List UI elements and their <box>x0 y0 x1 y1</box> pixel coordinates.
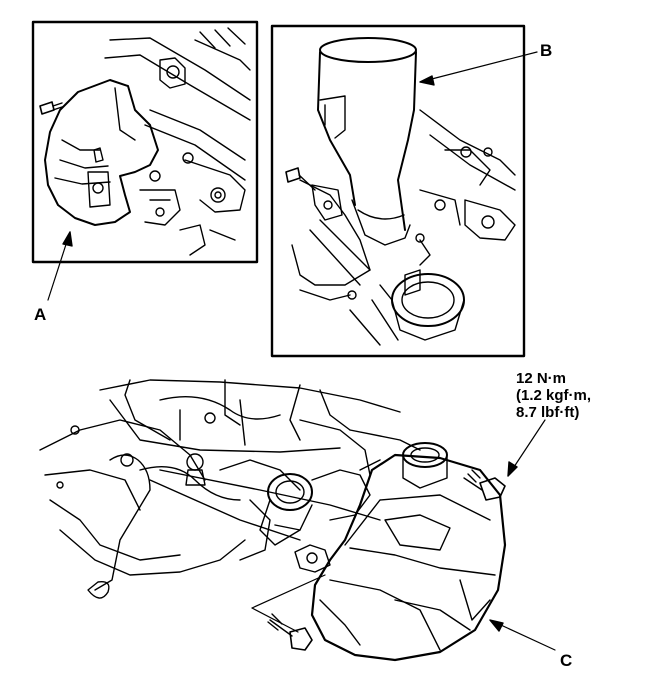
inset-a-drawing <box>39 27 251 301</box>
label-c: C <box>560 651 573 670</box>
torque-spec-line3: 8.7 lbf·ft) <box>516 404 580 421</box>
torque-spec-line1: 12 N·m <box>516 370 567 387</box>
label-a: A <box>34 305 47 324</box>
inset-b-drawing <box>285 37 538 346</box>
label-b: B <box>540 41 553 60</box>
torque-spec-line2: (1.2 kgf·m, <box>516 387 592 404</box>
main-view-drawing <box>39 379 556 662</box>
inset-b-box <box>270 24 526 358</box>
inset-a-box <box>31 20 259 264</box>
torque-spec: 12 N·m (1.2 kgf·m, 8.7 lbf·ft) <box>516 370 591 421</box>
